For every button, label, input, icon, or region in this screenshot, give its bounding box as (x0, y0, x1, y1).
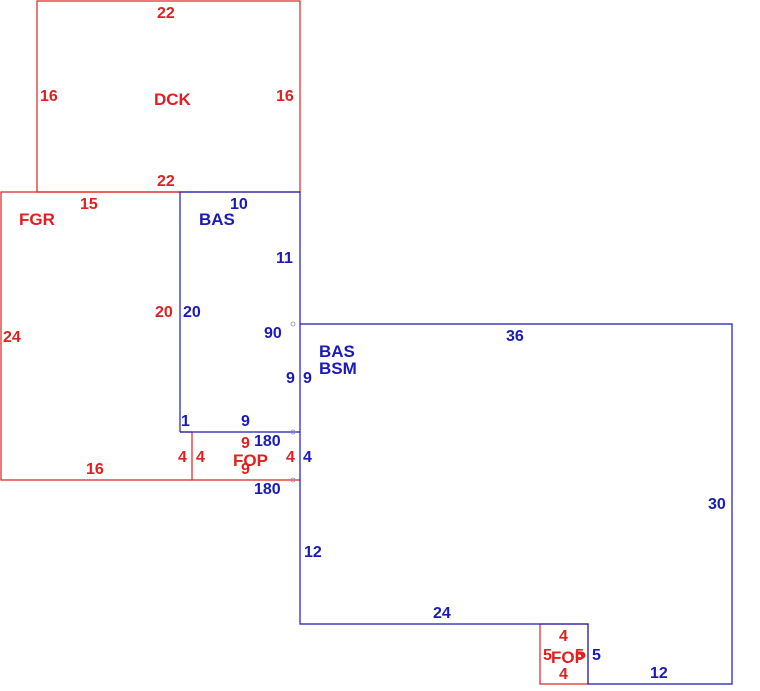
fgr-label: FGR (19, 210, 55, 229)
dim-fgr-right: 20 (155, 304, 173, 321)
dim-fop-right-blue: 4 (303, 449, 312, 466)
fop-upper-label: FOP (233, 451, 268, 470)
dim-dck-right: 16 (276, 88, 294, 105)
dim-angle-180-upper: 180 (254, 433, 281, 450)
dim-fop-right: 4 (286, 449, 295, 466)
dim-bas-left: 20 (183, 304, 201, 321)
dim-bas-step: 1 (181, 413, 190, 430)
dim-fgr-left: 24 (3, 329, 21, 346)
dim-bas-right: 11 (276, 250, 293, 267)
bas-upper-label: BAS (199, 210, 235, 229)
dim-bsm-bottom-right: 12 (650, 665, 668, 682)
bsm-outline (299, 323, 733, 685)
dim-bsm-left: 12 (304, 544, 322, 561)
dim-fop2-left: 5 (543, 647, 552, 664)
dim-dck-bottom: 22 (157, 173, 175, 190)
dim-fgr-top: 15 (80, 196, 98, 213)
dim-fop2-inner: 5 (575, 647, 584, 664)
dim-bsm-top: 36 (506, 328, 524, 345)
fop-lower-label: FOP (551, 648, 586, 667)
dim-fgr-notch: 4 (178, 449, 187, 466)
dim-bas-bottom: 9 (241, 413, 250, 430)
dim-fop2-bottom: 4 (559, 666, 568, 683)
dim-angle-90: 90 (264, 325, 282, 342)
dim-fop2-right: 5 (592, 647, 601, 664)
dim-fop-bottom: 9 (241, 461, 250, 478)
bas-upper-outline (179, 191, 301, 480)
bas-lower-label: BAS (319, 342, 355, 361)
dim-angle-180-lower: 180 (254, 481, 281, 498)
dim-fgr-bottom: 16 (86, 461, 104, 478)
vertex-marker (290, 477, 296, 483)
bsm-label: BSM (319, 359, 357, 378)
fgr-outline (0, 191, 192, 481)
dim-fop-left: 4 (196, 449, 205, 466)
dim-bsm-bottom-left: 24 (433, 605, 451, 622)
dim-bas-top: 10 (230, 196, 248, 213)
dim-fop2-top: 4 (559, 628, 568, 645)
dim-bsm-right: 30 (708, 496, 726, 513)
dim-bas-inner-left: 9 (286, 370, 295, 387)
vertex-marker (290, 429, 296, 435)
dim-dck-left: 16 (40, 88, 58, 105)
dim-bas-inner-right: 9 (303, 370, 312, 387)
dim-fop-top: 9 (241, 435, 250, 452)
dck-label: DCK (154, 90, 192, 109)
vertex-marker (290, 321, 296, 327)
dim-dck-top: 22 (157, 5, 175, 22)
